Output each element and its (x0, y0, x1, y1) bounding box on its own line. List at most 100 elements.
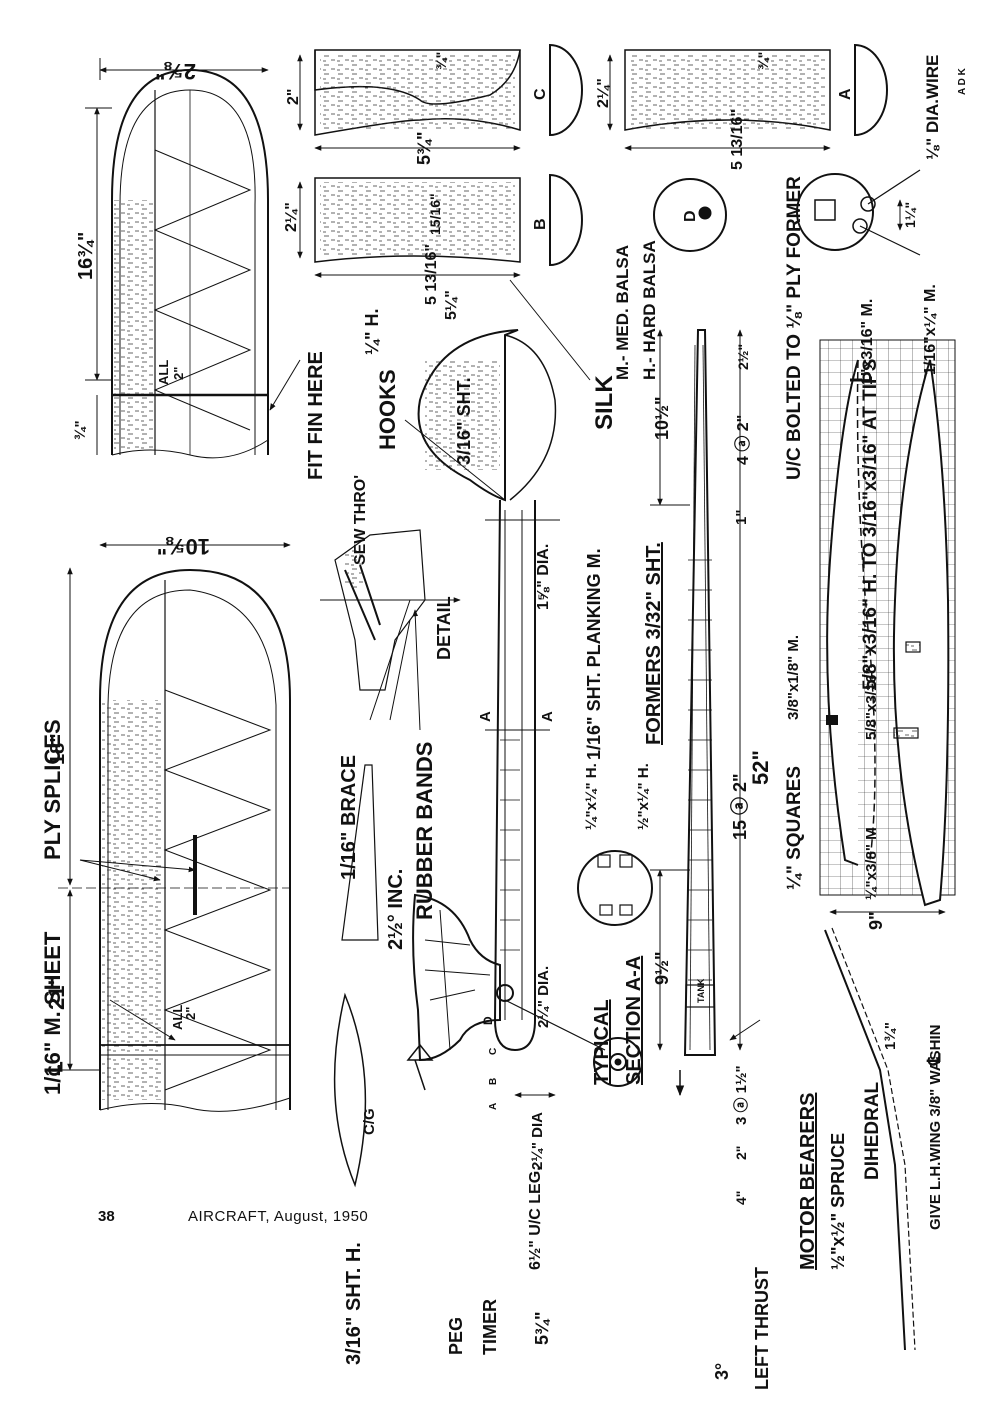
side-fuselage-drawing (412, 499, 643, 1098)
former-a-length: 5 13/16" (729, 109, 746, 170)
tank-label: TANK (696, 978, 706, 1003)
uc-leg-label: 6½" U/C LEG. (527, 1166, 544, 1270)
former-c-length: 5¾" (414, 131, 434, 165)
spar-38x18-label: 3/8"x1/8" M. (785, 635, 802, 720)
pod-letter-b: B (488, 1078, 499, 1085)
fus-2-dim: 2" (733, 1146, 749, 1160)
wing-all-spacing: 2" (183, 1007, 198, 1020)
hook-leaders (404, 279, 591, 501)
section-aa-label: SECTION A-A (623, 956, 645, 1085)
former-c-letter: C (532, 88, 549, 100)
dia-wire-label: ⅛" DIA.WIRE (923, 55, 942, 160)
section-a-a-drawing (577, 850, 653, 926)
tip-1x316-label: 1"x3/16" M. (859, 299, 876, 385)
tip-116x14-label: 1/16"x¼" M. (922, 284, 939, 375)
initials-label: A D K (957, 67, 968, 95)
fus-1-dim: 1" (733, 510, 750, 525)
publication-credit: AIRCRAFT, August, 1950 (188, 1208, 369, 1225)
silk-label: SILK (591, 375, 618, 430)
formers-label: FORMERS 3/32" SHT. (643, 542, 665, 745)
airfoil-outline (333, 992, 367, 1188)
dihedral-label: DIHEDRAL (862, 1081, 883, 1180)
former-b-letter: B (532, 218, 549, 230)
spar-14x38-label: ¼"x3/8" M (863, 827, 880, 900)
three-deg-label: 3° (712, 1363, 732, 1380)
sew-thro-label: SEW THRO' (352, 475, 369, 565)
brace-label: 1/16" BRACE (338, 755, 360, 880)
former-c-top: ¾" (433, 52, 449, 70)
section-a-right: A (539, 711, 556, 722)
formers-drawing (297, 43, 921, 278)
motor-bearers-label: MOTOR BEARERS (797, 1093, 819, 1270)
former-a-letter: A (837, 88, 854, 100)
page-number: 38 (98, 1208, 115, 1225)
tailplane-drawing (85, 58, 301, 459)
fus-10half-dim: 10½" (652, 396, 672, 440)
uc-bolted-label: U/C BOLTED TO ⅛" PLY FORMER (784, 176, 805, 480)
tail-all-label: ALL (156, 360, 171, 385)
ply-splices-label: PLY SPLICES (40, 719, 65, 860)
wing-sheet-label: 3/16" SHT. H. (343, 1242, 365, 1365)
section-a-left: A (477, 711, 494, 722)
former-b-width: 2¼" (283, 202, 300, 232)
former-d-letter: D (682, 210, 699, 222)
dim-114-label: 1¼" (902, 202, 918, 228)
peg-label: PEG (446, 1317, 466, 1355)
fin-sheet-label: 3/16" SHT. (454, 377, 474, 465)
detail-label: DETAIL (434, 596, 454, 660)
wing-width-dim: 10⅝" (157, 534, 210, 559)
peg-symbol (406, 1043, 434, 1091)
pod-letter-a: A (488, 1103, 499, 1110)
med-balsa-key: M.- MED. BALSA (613, 245, 632, 380)
pod-letter-c: C (488, 1048, 499, 1055)
incidence-label: 2½° INC. (385, 869, 407, 950)
fus-52-dim: 52" (748, 750, 773, 785)
dim-9-label: 9" (866, 911, 886, 930)
section-dim-1: ¼"x¼" H. (583, 763, 600, 830)
tail-all-spacing: 2" (171, 367, 186, 380)
dia-158-label: 1⅝" DIA. (535, 544, 552, 610)
former-c-width: 2" (285, 89, 302, 105)
dihedral-centerline: ℄ (924, 1053, 944, 1066)
quarter-h-label: ¼" H. (362, 308, 382, 355)
fus-4-dim: 4" (733, 1191, 749, 1205)
tail-width-dim: 2⅝" (155, 59, 196, 84)
wing-21-dim: 21" (44, 975, 69, 1010)
former-b-length-2: 5¼" (443, 290, 460, 320)
dia-214-label-b: 2¼" DIA (529, 1112, 546, 1170)
detail-sketch (320, 529, 461, 691)
fus-3a1half-dim: 3 ⓐ 1½" (732, 1065, 750, 1125)
spruce-label: ½"x½" SPRUCE (828, 1133, 848, 1270)
fit-fin-label: FIT FIN HERE (305, 351, 327, 480)
rubber-band-leaders (369, 599, 420, 731)
wing-all-label: ALL (170, 1005, 185, 1030)
dia-214-label-a: 2¼" DIA. (535, 966, 552, 1028)
pod-letter-d: D (481, 1016, 495, 1025)
hooks-label: HOOKS (375, 369, 400, 450)
wing-18-dim: 18" (47, 733, 69, 765)
tail-dim-3-4: ¾" (72, 420, 89, 440)
wing-spar-grid (819, 339, 956, 907)
squares-label: ¼" SQUARES (784, 766, 805, 890)
rubber-bands-label: RUBBER BANDS (412, 742, 437, 920)
former-b-mid: 15/16" (427, 193, 443, 235)
fus-2half-dim: 2½" (735, 344, 751, 370)
former-a-top: ¾" (755, 52, 771, 70)
at-tips-label: 5/8"x3/16" H. TO 3/16"x3/16" AT TIPS (860, 359, 881, 690)
fin-pylon-drawing (417, 329, 557, 502)
wing-drawing (58, 542, 291, 1112)
dim-134-label: 1¾" (882, 1022, 899, 1050)
hard-balsa-key: H.- HARD BALSA (640, 240, 659, 380)
wing-centerline: ℄ (45, 1061, 67, 1076)
section-planking-label: 1/16" SHT. PLANKING M. (584, 548, 604, 760)
m-sheet-label: 1/16" M. SHEET (40, 931, 65, 1095)
fuselage-top-view (650, 329, 761, 1097)
left-thrust-label: LEFT THRUST (752, 1267, 772, 1390)
washin-label: GIVE L.H.WING 3/8" WASHIN (927, 1025, 944, 1230)
dim-534-label: 5¾" (532, 1311, 552, 1345)
tail-height-dim: 16¾" (75, 232, 97, 280)
typical-label: TYPICAL (591, 999, 613, 1085)
fus-15a2-dim: 15 ⓐ 2" (729, 773, 750, 840)
spar-58x316-label: 5/8"x3/16" (863, 667, 880, 740)
